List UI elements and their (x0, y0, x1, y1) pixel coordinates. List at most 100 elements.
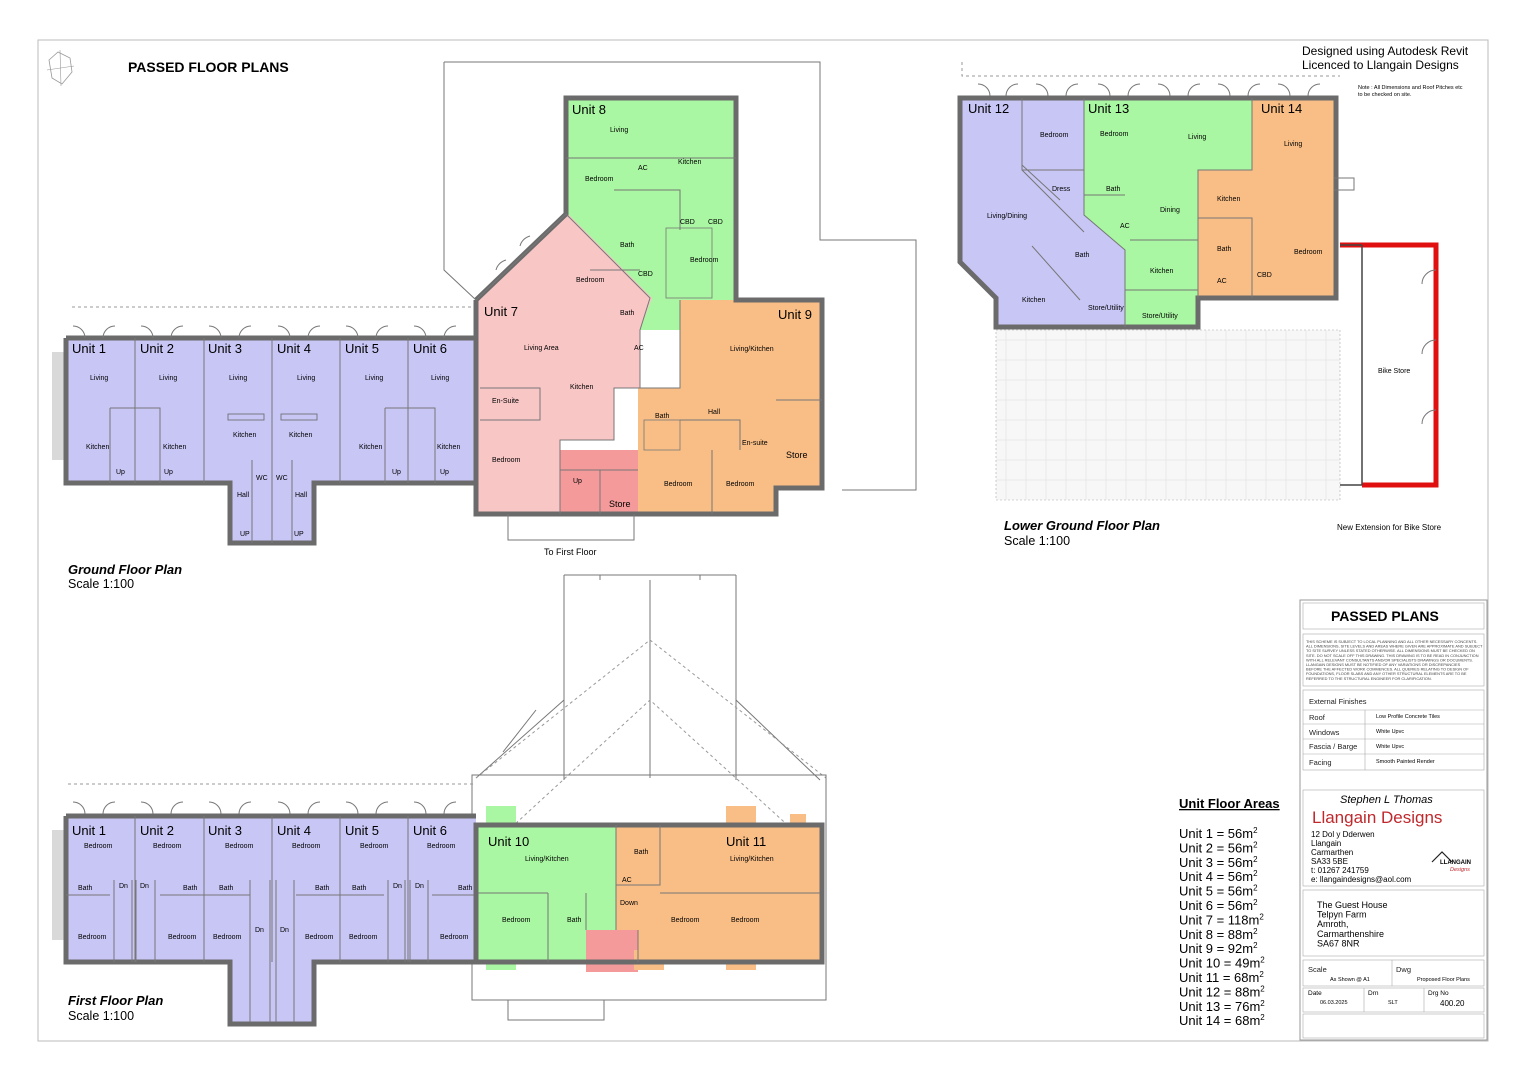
date-label: Date (1308, 990, 1322, 997)
room-label: Living/Dining (987, 213, 1027, 220)
dwg-value: Proposed Floor Plans (1417, 977, 1470, 983)
room-label: Dn (393, 883, 402, 890)
address-line: SA33 5BE (1311, 857, 1348, 866)
address-line: e: llangaindesigns@aol.com (1311, 875, 1412, 884)
room-label: Up (116, 469, 125, 476)
project-line: SA67 8NR (1317, 938, 1360, 948)
room-label: Up (392, 469, 401, 476)
floor-area-item: Unit 4 = 56m2 (1179, 869, 1258, 884)
room-label: Kitchen (163, 444, 186, 451)
floor-area-item: Unit 6 = 56m2 (1179, 898, 1258, 913)
room-label: Bedroom (440, 934, 469, 941)
finish-value-facing: Smooth Painted Render (1376, 759, 1435, 765)
room-label: Living (431, 375, 449, 382)
north-arrow-icon (46, 49, 75, 87)
room-label: Bath (1075, 252, 1090, 259)
finish-item-fascia: Fascia / Barge (1309, 742, 1357, 751)
room-label: Bedroom (664, 481, 693, 488)
room-label: Bath (1217, 246, 1232, 253)
room-label: Kitchen (437, 444, 460, 451)
drn-value: SLT (1388, 1000, 1398, 1006)
room-label: UP (240, 531, 250, 538)
room-label: Kitchen (359, 444, 382, 451)
room-label: Store (609, 499, 631, 509)
room-label: Dn (140, 883, 149, 890)
first-floor-plan: Unit 1 Unit 2 Unit 3 Unit 4 Unit 5 Unit … (52, 574, 827, 1027)
room-label: Bedroom (427, 843, 456, 850)
room-label: Bedroom (349, 934, 378, 941)
first-unit-4-label: Unit 4 (277, 823, 311, 838)
company-name: Llangain Designs (1312, 808, 1442, 827)
room-label: Living (90, 375, 108, 382)
address-line: Llangain (1311, 839, 1341, 848)
room-label: WC (256, 475, 268, 482)
lower-unit-12-label: Unit 12 (968, 101, 1009, 116)
floor-area-item: Unit 2 = 56m2 (1179, 840, 1258, 855)
room-label: Living (229, 375, 247, 382)
room-label: Bath (1106, 186, 1121, 193)
room-label: Living/Kitchen (525, 856, 569, 863)
room-label: Store (786, 450, 808, 460)
room-label: Store/Utility (1088, 305, 1124, 312)
room-label: AC (634, 345, 644, 352)
ground-unit-8-label: Unit 8 (572, 102, 606, 117)
room-label: Dn (415, 883, 424, 890)
disclaimer-line: THIS SCHEME IS SUBJECT TO LOCAL PLANNING… (1306, 639, 1477, 644)
disclaimer-line: ALL DIMENSIONS, SITE LEVELS AND AREAS WH… (1306, 644, 1483, 649)
room-label: Hall (708, 409, 721, 416)
floor-area-item: Unit 11 = 68m2 (1179, 970, 1264, 985)
room-label: Up (440, 469, 449, 476)
room-label: Bedroom (1100, 131, 1129, 138)
ground-unit-9-label: Unit 9 (778, 307, 812, 322)
room-label: En-Suite (492, 398, 519, 405)
dwg-label: Dwg (1396, 965, 1411, 974)
room-label: Bedroom (1294, 249, 1323, 256)
floor-area-item: Unit 1 = 56m2 (1179, 826, 1258, 841)
room-label: Bedroom (502, 917, 531, 924)
floor-area-item: Unit 14 = 68m2 (1179, 1013, 1265, 1028)
first-unit-6-label: Unit 6 (413, 823, 447, 838)
licence-note: Licenced to Llangain Designs (1302, 58, 1459, 72)
room-label: Bath (219, 885, 234, 892)
finish-value-fascia: White Upvc (1376, 744, 1404, 750)
room-label: Living (365, 375, 383, 382)
bike-store-label: Bike Store (1378, 368, 1410, 375)
first-stair-fill (232, 960, 312, 1022)
disclaimer-line: FOUNDATIONS, FLOOR SLABS AND ANY OTHER S… (1306, 671, 1467, 676)
first-unit-1-label: Unit 1 (72, 823, 106, 838)
room-label: Bath (352, 885, 367, 892)
room-label: Kitchen (86, 444, 109, 451)
room-label: UP (294, 531, 304, 538)
disclaimer-line: SITE. DO NOT SCALE OFF THIS DRAWING. THI… (1306, 653, 1479, 658)
room-label: Up (573, 478, 582, 485)
bike-store-extension-wall (1340, 242, 1439, 488)
room-label: Bedroom (213, 934, 242, 941)
room-label: Bedroom (690, 257, 719, 264)
unit-9-fill (638, 300, 820, 512)
room-label: Bedroom (360, 843, 389, 850)
first-unit-11-label: Unit 11 (726, 834, 766, 849)
room-label: Living Area (524, 345, 559, 352)
drgno-label: Drg No (1428, 990, 1449, 997)
finishes-title: External Finishes (1309, 697, 1367, 706)
paving-area (996, 330, 1340, 500)
first-plan-title: First Floor Plan (68, 993, 163, 1008)
room-label: Living (1284, 141, 1302, 148)
dimension-note-cont: to be checked on site. (1358, 92, 1412, 98)
to-first-floor-label: To First Floor (544, 547, 597, 557)
room-label: AC (622, 877, 632, 884)
room-label: Dn (119, 883, 128, 890)
room-label: Bath (620, 310, 635, 317)
room-label: Living (159, 375, 177, 382)
project-line: Telpyn Farm (1317, 910, 1367, 920)
room-label: Living (297, 375, 315, 382)
room-label: Living/Kitchen (730, 346, 774, 353)
room-label: Bath (620, 242, 635, 249)
logo-word: LLANGAIN (1440, 860, 1471, 866)
project-line: Carmarthenshire (1317, 929, 1384, 939)
floor-area-item: Unit 13 = 76m2 (1179, 999, 1265, 1014)
ground-unit-7-label: Unit 7 (484, 304, 518, 319)
room-label: Bedroom (492, 457, 521, 464)
room-label: Bedroom (225, 843, 254, 850)
